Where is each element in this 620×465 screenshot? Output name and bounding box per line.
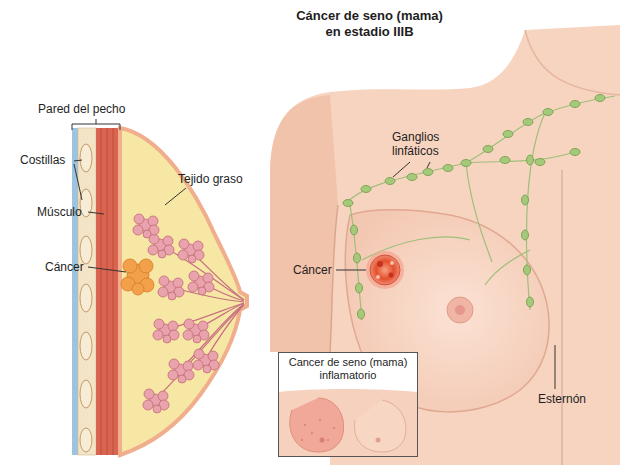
part-label: Cáncer [293, 263, 332, 277]
lobules [133, 214, 219, 413]
areola [447, 297, 473, 323]
sternum-line [561, 170, 563, 465]
cross-section [72, 119, 247, 455]
inset-heading: Cancer de seno (mama) inflamatorio [279, 353, 417, 382]
tumor [121, 259, 154, 295]
ducts [155, 245, 244, 400]
armpit-crease [330, 205, 338, 352]
lymph-nodes [343, 95, 605, 320]
muscle-fibres [101, 128, 113, 455]
neck-line [525, 30, 620, 95]
label-text: Esternón [538, 392, 586, 406]
part-label: Costillas [20, 153, 65, 167]
label-text: Tejido graso [178, 172, 243, 186]
lymph-vessels [345, 96, 615, 320]
muscle [96, 128, 120, 455]
inset-picture [279, 353, 417, 456]
tumor [366, 251, 404, 289]
label-text: Ganglios linfáticos [392, 130, 439, 158]
title: Cáncer de seno (mama) en estadio IIIB [287, 8, 452, 40]
part-label: Músculo [37, 205, 82, 219]
leader-lines [74, 160, 186, 272]
label-text: Cáncer [293, 263, 332, 277]
part-label: Ganglios linfáticos [392, 130, 464, 158]
arm [270, 95, 338, 352]
ribs [80, 144, 92, 452]
label-text: Pared del pecho [38, 102, 125, 116]
inset-box: Cancer de seno (mama) inflamatorio [278, 352, 418, 457]
bracket [72, 119, 120, 130]
part-label: Cáncer [45, 260, 84, 274]
nipple [455, 305, 465, 315]
part-label: Esternón [538, 392, 586, 406]
part-label: Pared del pecho [38, 102, 125, 116]
skin [270, 25, 620, 465]
label-text: Cáncer [45, 260, 84, 274]
label-text: Músculo [37, 205, 82, 219]
rib-layer [78, 128, 96, 455]
part-label: Tejido graso [178, 172, 243, 186]
title-text: Cáncer de seno (mama) en estadio IIIB [296, 8, 443, 39]
breast-fat [120, 128, 247, 455]
label-text: Costillas [20, 153, 65, 167]
torso [270, 25, 620, 465]
